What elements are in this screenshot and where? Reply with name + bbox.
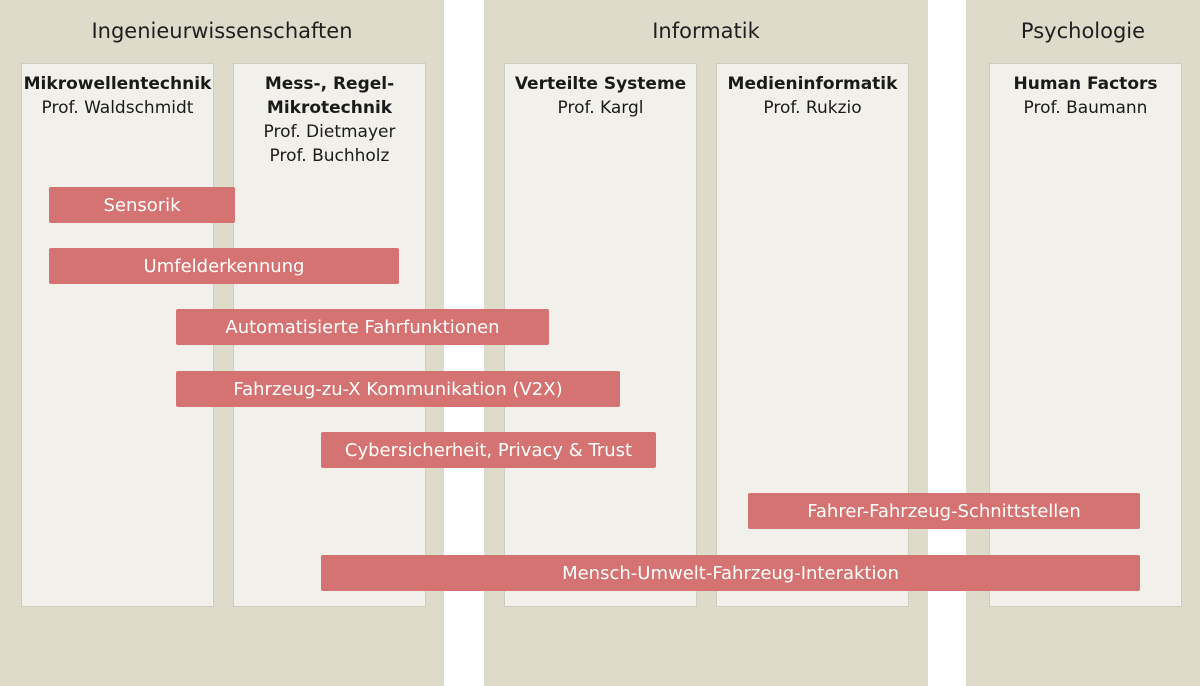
chair-name: Verteilte Systeme (514, 74, 687, 94)
topic-bar-cybersicherheit: Cybersicherheit, Privacy & Trust (321, 432, 656, 468)
topic-bar-umfelderkennung: Umfelderkennung (49, 248, 399, 284)
chair-professor: Prof. Rukzio (763, 98, 862, 118)
topic-bar-sensorik: Sensorik (49, 187, 235, 223)
department-title: Informatik (652, 19, 760, 43)
chair-name: Mikrotechnik (266, 98, 393, 118)
chair-professor: Prof. Kargl (557, 98, 644, 118)
chair-professor: Prof. Baumann (1023, 98, 1148, 118)
topic-bar-mensch-umwelt-fahrzeug-interaktion: Mensch-Umwelt-Fahrzeug-Interaktion (321, 555, 1140, 591)
department-title: Ingenieurwissenschaften (91, 19, 353, 43)
department-title: Psychologie (1020, 19, 1146, 43)
topic-bar-v2x: Fahrzeug-zu-X Kommunikation (V2X) (176, 371, 620, 407)
chair-professor: Prof. Waldschmidt (41, 98, 194, 118)
topic-bar-automatisierte-fahrfunktionen: Automatisierte Fahrfunktionen (176, 309, 549, 345)
topic-bar-fahrer-fahrzeug-schnittstellen: Fahrer-Fahrzeug-Schnittstellen (748, 493, 1140, 529)
chair-professor: Prof. Buchholz (269, 146, 390, 166)
chair-name: Mikrowellentechnik (23, 74, 212, 94)
chair-name: Mess-, Regel- (264, 74, 395, 94)
chair-professor: Prof. Dietmayer (263, 122, 396, 142)
chair-name: Medieninformatik (727, 74, 898, 94)
chair-name: Human Factors (1013, 74, 1158, 94)
